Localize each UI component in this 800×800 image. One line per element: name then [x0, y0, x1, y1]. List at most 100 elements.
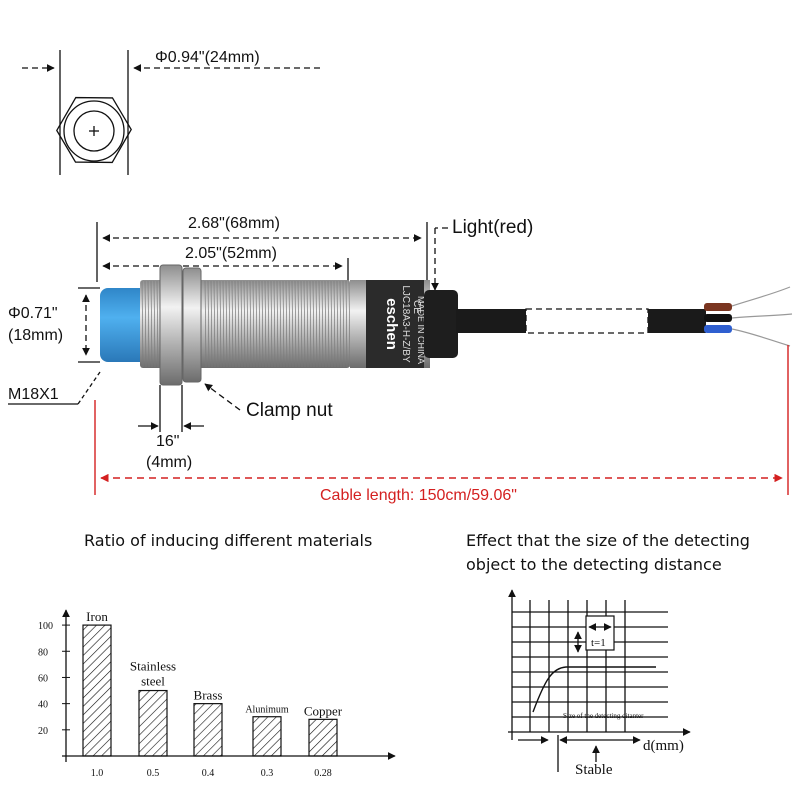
- sensing-face: [100, 288, 148, 362]
- thread-line: [327, 280, 330, 368]
- outer-ring: [63, 100, 125, 162]
- thread-line: [291, 280, 294, 368]
- model-text: LJC18A3-H-Z/BY: [400, 285, 411, 363]
- clamp-nut-back: [182, 267, 202, 383]
- thread-line: [156, 280, 159, 368]
- bar-category-label: Iron: [86, 609, 108, 624]
- x-tick-label: 1.0: [91, 768, 104, 779]
- thread-line: [219, 280, 222, 368]
- thread-line: [273, 280, 276, 368]
- thread-line: [312, 280, 315, 368]
- thread-line: [321, 280, 324, 368]
- curve-label: Size of the detecting ditanter: [563, 712, 644, 720]
- thread-line: [261, 280, 264, 368]
- side-view: 2.68"(68mm) 2.05"(52mm) Light(red) esche…: [8, 215, 793, 504]
- thread-lines: [141, 280, 351, 368]
- thread-line: [282, 280, 285, 368]
- thread-spec-label: M18X1: [8, 386, 59, 403]
- thread-line: [303, 280, 306, 368]
- bar: [252, 716, 282, 757]
- thread-line: [216, 280, 219, 368]
- thread-line: [240, 280, 243, 368]
- thread-line: [243, 280, 246, 368]
- thread-line: [213, 280, 216, 368]
- thread-line: [279, 280, 282, 368]
- thread-line: [234, 280, 237, 368]
- thread-line: [288, 280, 291, 368]
- distance-curve: [532, 666, 656, 713]
- top-view: Φ0.94"(24mm): [22, 49, 320, 175]
- line-chart-title-1: Effect that the size of the detecting: [466, 531, 750, 550]
- nut-width-in: 16": [156, 433, 179, 450]
- thread-line: [267, 280, 270, 368]
- thread-line: [270, 280, 273, 368]
- thread-line: [237, 280, 240, 368]
- thread-line: [249, 280, 252, 368]
- thread-line: [342, 280, 345, 368]
- thread-line: [210, 280, 213, 368]
- x-tick-label: 0.4: [202, 768, 215, 779]
- y-tick-label: 20: [38, 726, 48, 737]
- x-tick-label: 0.5: [147, 768, 160, 779]
- thread-line: [339, 280, 342, 368]
- thread-line: [348, 280, 351, 368]
- thread-line: [141, 280, 144, 368]
- thread-line: [228, 280, 231, 368]
- bar-category-label: Stainless: [130, 659, 176, 674]
- thread-line: [204, 280, 207, 368]
- line-x-label: d(mm): [643, 738, 684, 754]
- thread-line: [315, 280, 318, 368]
- cable-length-label: Cable length: 150cm/59.06": [320, 487, 517, 504]
- thread-line: [345, 280, 348, 368]
- blue-wire: [704, 325, 732, 333]
- thread-line: [246, 280, 249, 368]
- thread-line: [330, 280, 333, 368]
- thread-line: [222, 280, 225, 368]
- material-ratio-chart: Ratio of inducing different materials 20…: [38, 531, 396, 779]
- cable: [456, 309, 526, 333]
- bar-chart-title: Ratio of inducing different materials: [84, 531, 372, 550]
- thread-line: [285, 280, 288, 368]
- thread-line: [336, 280, 339, 368]
- light-label: Light(red): [452, 217, 533, 238]
- thread-line: [306, 280, 309, 368]
- inner-ring: [73, 110, 115, 152]
- thread-line: [264, 280, 267, 368]
- hex-nut-outline: [56, 96, 132, 164]
- bar-category-label: Brass: [194, 688, 223, 703]
- detecting-distance-chart: Effect that the size of the detecting ob…: [466, 531, 750, 778]
- body-diameter-in: Φ0.71": [8, 305, 58, 322]
- thread-line: [333, 280, 336, 368]
- thread-line: [318, 280, 321, 368]
- nut-width-mm: (4mm): [146, 454, 192, 471]
- y-tick-label: 40: [38, 700, 48, 711]
- thread-line: [258, 280, 261, 368]
- line-chart-title-2: object to the detecting distance: [466, 555, 722, 574]
- stable-label: Stable: [575, 762, 613, 778]
- x-tick-label: 0.28: [314, 768, 332, 779]
- thread-line: [147, 280, 150, 368]
- thread-line: [252, 280, 255, 368]
- thread-line: [231, 280, 234, 368]
- cable-gland: [424, 290, 458, 358]
- brand-text: eschen: [383, 298, 400, 350]
- brown-wire: [704, 303, 732, 311]
- clamp-nut-front: [159, 264, 183, 386]
- top-diameter-label: Φ0.94"(24mm): [155, 49, 260, 66]
- bar-category-label: Alunimum: [245, 705, 289, 716]
- thread-line: [207, 280, 210, 368]
- thread-line: [153, 280, 156, 368]
- thread-line: [324, 280, 327, 368]
- thread-line: [255, 280, 258, 368]
- thread-line: [144, 280, 147, 368]
- thread-line: [300, 280, 303, 368]
- thread-line: [150, 280, 153, 368]
- clamp-nut-label: Clamp nut: [246, 400, 333, 421]
- ce-mark: CE: [411, 300, 422, 314]
- thread-line: [276, 280, 279, 368]
- bar-category-label: steel: [141, 674, 165, 689]
- bar: [82, 624, 112, 757]
- y-tick-label: 80: [38, 647, 48, 658]
- thread-line: [309, 280, 312, 368]
